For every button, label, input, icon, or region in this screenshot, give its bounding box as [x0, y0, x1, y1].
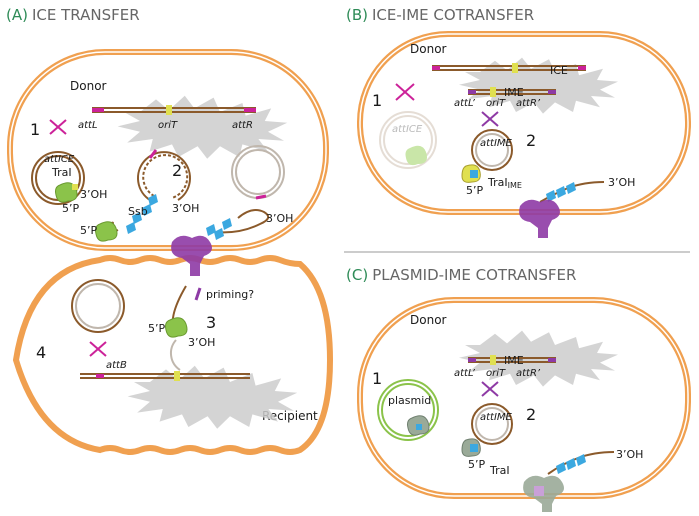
attL-label-c: attL’ [454, 368, 476, 379]
relaxase-3 [165, 317, 188, 338]
relaxase-2 [95, 221, 118, 242]
att-ice-label-a: attICE [44, 154, 75, 165]
attB-label: attB [106, 360, 127, 371]
step-2-a: 2 [172, 161, 182, 180]
step-4-a: 4 [36, 343, 46, 362]
attL-label-b: attL’ [454, 98, 476, 109]
tral-label-c: TraI [489, 464, 510, 477]
oriT-site [166, 105, 172, 115]
oriT-label: oriT [158, 120, 178, 131]
ice-circle-4 [71, 279, 125, 333]
ice-circle-2 [137, 151, 191, 201]
attR-label: attR [232, 120, 253, 131]
oh-label-4: 3’OH [188, 336, 215, 349]
step-3-a: 3 [206, 313, 216, 332]
tral-label-b: TraIIME [487, 176, 522, 190]
nucleoid-recipient [127, 365, 298, 429]
ime-label-c: IME [504, 354, 524, 367]
plasmid-label: plasmid [388, 394, 431, 407]
p-label-1: 5’P [62, 202, 79, 215]
p-label-b: 5’P [466, 184, 483, 197]
panel-c-title: (C)PLASMID-IME COTRANSFER [346, 266, 576, 284]
p-label-2: 5’P [80, 224, 97, 237]
donor-label-c: Donor [410, 313, 447, 327]
ssb-proteins-2 [206, 218, 232, 240]
oh-label-c: 3’OH [616, 448, 643, 461]
faded-ice-circle-b [379, 111, 437, 169]
tral-label-a: TraI [51, 166, 72, 179]
oriT-label-c: oriT [486, 368, 506, 379]
ice-circle-1 [31, 151, 85, 205]
oriT-label-b: oriT [486, 98, 506, 109]
step-2-b: 2 [526, 131, 536, 150]
donor-label-b: Donor [410, 42, 447, 56]
oh-label-2: 3’OH [172, 202, 199, 215]
step-2-c: 2 [526, 405, 536, 424]
attR-label-b: attR’ [516, 98, 541, 109]
priming-label: priming? [206, 288, 254, 301]
panel-b-title: (B)ICE-IME COTRANSFER [346, 6, 534, 24]
step-1-b: 1 [372, 91, 382, 110]
p-label-c: 5’P [468, 458, 485, 471]
t4ss-pore-a [171, 235, 212, 276]
ice-label-b: ICE [550, 64, 568, 77]
ssb-label: Ssb [128, 205, 148, 218]
donor-label-a: Donor [70, 79, 107, 93]
att-ime-label-b: attIME [480, 138, 513, 149]
oh-label-3: 3’OH [266, 212, 293, 225]
ime-circle-b [471, 129, 513, 171]
oh-label-1: 3’OH [80, 188, 107, 201]
p-label-3: 5’P [148, 322, 165, 335]
oh-label-b: 3’OH [608, 176, 635, 189]
attL-label: attL [78, 120, 98, 131]
panel-a-title: (A)ICE TRANSFER [6, 6, 140, 24]
empty-circle-a [231, 145, 285, 199]
ssb-proteins-b [546, 182, 576, 202]
plasmid-circle [377, 379, 439, 441]
ime-circle-c [471, 403, 513, 445]
att-ime-label-c: attIME [480, 412, 513, 423]
ssb-proteins [126, 194, 158, 234]
attR-label-c: attR’ [516, 368, 541, 379]
att-ice-label-b: attICE [392, 124, 423, 135]
step-1-c: 1 [372, 369, 382, 388]
ime-label-b: IME [504, 86, 524, 99]
ssb-proteins-c [556, 454, 586, 474]
step-1-a: 1 [30, 120, 40, 139]
t4ss-pore-b [519, 199, 560, 238]
